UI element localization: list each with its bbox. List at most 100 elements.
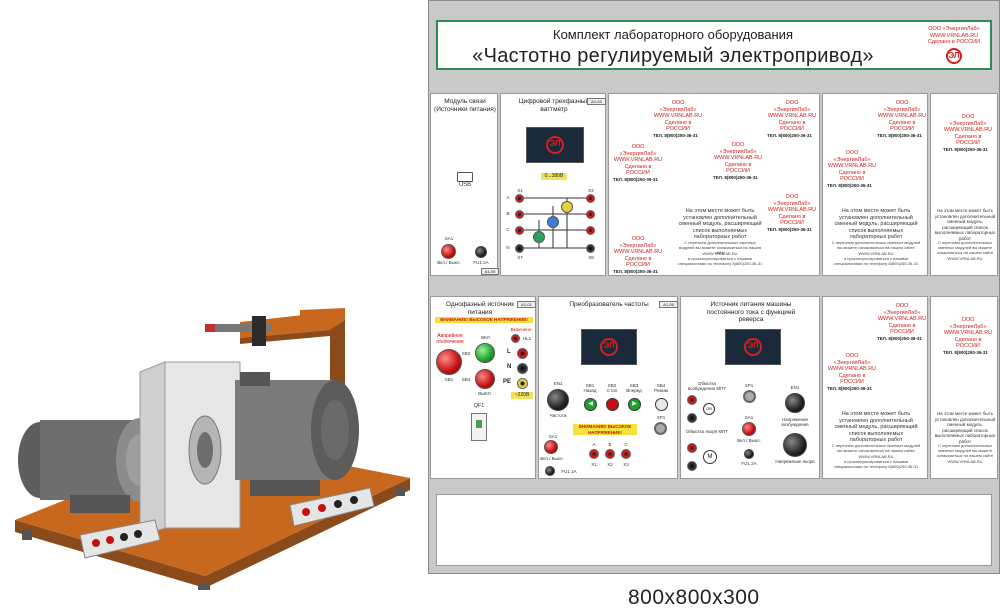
output-socket-x1[interactable] bbox=[589, 449, 599, 459]
comm-fuse-label: FU1 2A bbox=[473, 260, 489, 265]
rack-title-box: Комплект лабораторного оборудования «Час… bbox=[436, 20, 992, 70]
comm-fuse[interactable] bbox=[475, 246, 487, 258]
converter-sa1-label: SA1 bbox=[548, 434, 558, 439]
display-logo-icon: ЭЛ bbox=[546, 136, 564, 154]
wattmeter-title: Цифровой трехфазный ваттметр bbox=[518, 98, 590, 113]
reverse-button[interactable]: ◀ bbox=[584, 398, 597, 411]
brand-site: WWW.VRNLAB.RU bbox=[877, 113, 927, 119]
wattmeter-row-a: A bbox=[506, 195, 510, 200]
converter-sa1-state: Вкл./ Выкл. bbox=[540, 456, 564, 461]
brand-block: ООО «ЭнергияЛаб» WWW.VRNLAB.RU Сделано в… bbox=[613, 236, 663, 274]
brand-phone: ТЕЛ. 8(800)250-36-31 bbox=[653, 132, 698, 138]
wattmeter-row-b: B bbox=[506, 211, 510, 216]
wattmeter-socket-x1[interactable] bbox=[515, 194, 524, 203]
converter-power-switch[interactable] bbox=[544, 440, 558, 454]
converter-fuse[interactable] bbox=[545, 466, 555, 476]
output-socket-x3[interactable] bbox=[621, 449, 631, 459]
excitation-voltage-knob[interactable] bbox=[785, 393, 805, 413]
dc-fuse-label: FU1 2A bbox=[741, 461, 757, 466]
comm-module-tag: А1-00 bbox=[481, 268, 499, 275]
dc-source-panel: Источник питания машины постоянного тока… bbox=[680, 296, 820, 479]
brand-name: ООО «ЭнергияЛаб» bbox=[833, 150, 871, 163]
sb1-caption: Назад bbox=[583, 388, 597, 393]
sb3-caption: Вперед bbox=[626, 388, 642, 393]
placeholder-note: На этом месте может быть установлен допо… bbox=[934, 411, 996, 444]
anchor-label: Обмотка якоря МПТ bbox=[685, 429, 729, 434]
frequency-encoder-knob[interactable] bbox=[547, 389, 569, 411]
dc-sa1-state: Вкл./ Выкл. bbox=[737, 438, 761, 443]
brand-name: ООО «ЭнергияЛаб» bbox=[949, 114, 987, 127]
anchor-socket-x4[interactable] bbox=[687, 461, 697, 471]
emergency-stop-button[interactable] bbox=[436, 349, 462, 375]
wattmeter-socket-x4[interactable] bbox=[586, 210, 595, 219]
converter-en1-label: EN1 bbox=[553, 381, 563, 386]
wattmeter-socket-x8[interactable] bbox=[586, 244, 595, 253]
brand-phone: ТЕЛ. 8(800)250-36-31 bbox=[943, 146, 988, 152]
brand-name: ООО «ЭнергияЛаб» bbox=[928, 26, 980, 32]
dc-power-switch[interactable] bbox=[742, 422, 756, 436]
sb1-label: SB1 bbox=[585, 383, 595, 388]
sb4-label: SB4 bbox=[656, 383, 666, 388]
wattmeter-socket-x6[interactable] bbox=[586, 226, 595, 235]
wattmeter-socket-x2[interactable] bbox=[586, 194, 595, 203]
terminal-n-socket[interactable] bbox=[517, 363, 528, 374]
brand-phone: ТЕЛ. 8(800)250-36-31 bbox=[613, 268, 658, 274]
excitation-socket-x2[interactable] bbox=[687, 413, 697, 423]
placeholder-note-small2: и проконсультироваться с нашими специали… bbox=[833, 256, 919, 266]
brand-block: ООО «ЭнергияЛаб» WWW.VRNLAB.RU Сделано в… bbox=[653, 100, 703, 138]
brand-made: Сделано в РОССИИ bbox=[838, 372, 866, 386]
brand-block: ООО «ЭнергияЛаб» WWW.VRNLAB.RU Сделано в… bbox=[613, 144, 663, 182]
brand-block: ООО «ЭнергияЛаб» WWW.VRNLAB.RU Сделано в… bbox=[943, 317, 993, 355]
dc-fuse[interactable] bbox=[744, 449, 754, 459]
mode-button[interactable] bbox=[655, 398, 668, 411]
brand-made: Сделано в РОССИИ bbox=[954, 133, 982, 147]
wattmeter-tag: А1-03 bbox=[587, 98, 606, 105]
brand-made: Сделано в РОССИИ bbox=[888, 322, 916, 336]
excitation-label: Обмотка возбуждения МПТ bbox=[687, 381, 727, 391]
comm-power-switch[interactable] bbox=[441, 244, 456, 259]
wattmeter-x2-label: X2 bbox=[588, 188, 594, 193]
placeholder-panel-2: ООО «ЭнергияЛаб» WWW.VRNLAB.RU Сделано в… bbox=[930, 93, 998, 276]
wattmeter-socket-x5[interactable] bbox=[515, 226, 524, 235]
bottom-shelf bbox=[436, 494, 992, 566]
forward-button[interactable]: ▶ bbox=[628, 398, 641, 411]
terminal-l-socket[interactable] bbox=[517, 348, 528, 359]
display-logo-icon: ЭЛ bbox=[600, 338, 618, 356]
wattmeter-wiring bbox=[517, 197, 591, 249]
dc-xp1-connector[interactable] bbox=[743, 390, 756, 403]
brand-made: Сделано в РОССИИ bbox=[664, 119, 692, 133]
brand-site: WWW.VRNLAB.RU bbox=[827, 366, 877, 372]
anchor-voltage-knob[interactable] bbox=[783, 433, 807, 457]
brand-logo-icon: ЭЛ bbox=[946, 47, 962, 64]
xp1-connector[interactable] bbox=[654, 422, 667, 435]
stop-button[interactable] bbox=[606, 398, 619, 411]
converter-display: ЭЛ bbox=[581, 329, 637, 365]
brand-site: WWW.VRNLAB.RU bbox=[943, 330, 993, 336]
brand-block: ООО «ЭнергияЛаб» WWW.VRNLAB.RU Сделано в… bbox=[767, 100, 817, 138]
brand-phone: ТЕЛ. 8(800)250-36-31 bbox=[713, 174, 758, 180]
output-socket-x2[interactable] bbox=[605, 449, 615, 459]
wattmeter-socket-x3[interactable] bbox=[515, 210, 524, 219]
xp1-label: XP1 bbox=[656, 415, 666, 420]
rack-title-line1: Комплект лабораторного оборудования bbox=[553, 27, 793, 42]
power-off-button[interactable] bbox=[475, 369, 495, 389]
brand-made: Сделано в РОССИИ bbox=[888, 119, 916, 133]
brand-name: ООО «ЭнергияЛаб» bbox=[773, 194, 811, 207]
wattmeter-range: 0...380В bbox=[541, 173, 567, 180]
brand-phone: ТЕЛ. 8(800)250-36-31 bbox=[877, 132, 922, 138]
placeholder-note: На этом месте может быть установлен допо… bbox=[834, 411, 918, 443]
terminal-pe-socket[interactable] bbox=[517, 378, 528, 389]
circuit-breaker[interactable] bbox=[471, 413, 487, 441]
voltage-label: ~220В bbox=[511, 392, 533, 399]
anchor-socket-x3[interactable] bbox=[687, 443, 697, 453]
brand-block: ООО «ЭнергияЛаб» WWW.VRNLAB.RU Сделано в… bbox=[827, 353, 877, 391]
placeholder-note-small: С перечнем дополнительных сменных модуле… bbox=[831, 240, 921, 250]
brand-site: WWW.VRNLAB.RU bbox=[929, 32, 979, 39]
excitation-socket-x1[interactable] bbox=[687, 395, 697, 405]
hl1-label: HL1 bbox=[522, 336, 532, 341]
brand-block: ООО «ЭнергияЛаб» WWW.VRNLAB.RU Сделано в… bbox=[827, 150, 877, 188]
comm-module-title: Модуль связи (Источники питания) bbox=[434, 98, 496, 113]
power-on-button[interactable] bbox=[475, 343, 495, 363]
dc-source-display: ЭЛ bbox=[725, 329, 781, 365]
wattmeter-socket-x7[interactable] bbox=[515, 244, 524, 253]
